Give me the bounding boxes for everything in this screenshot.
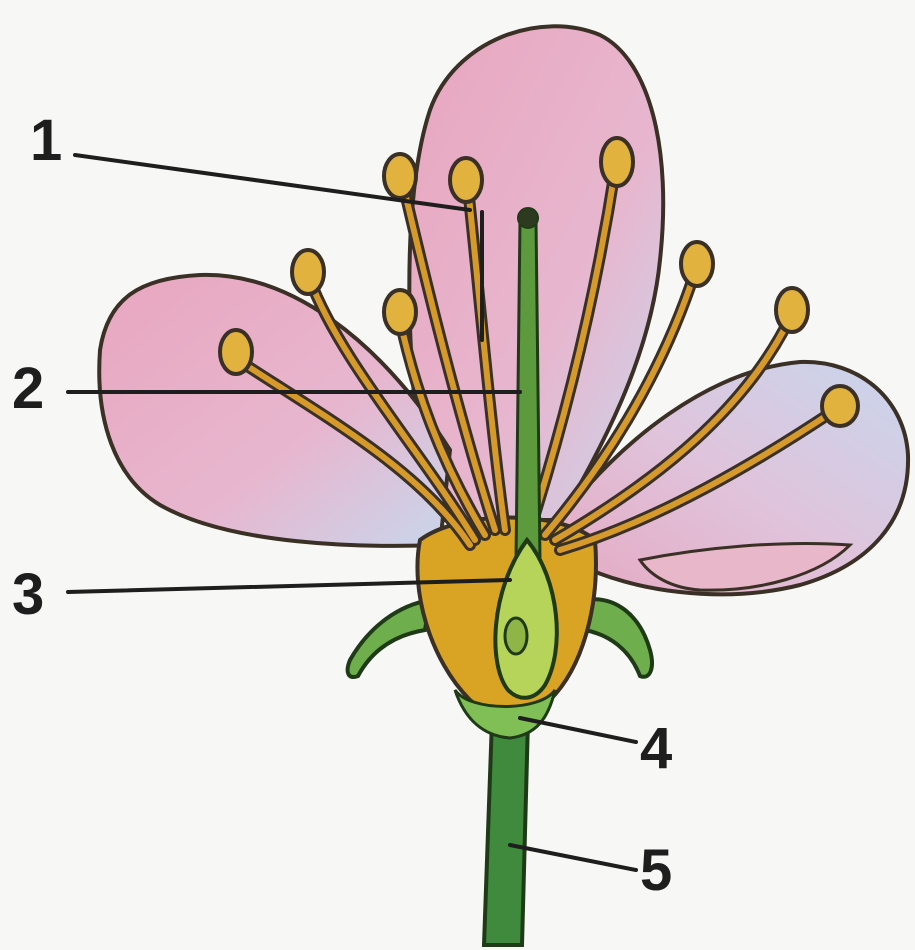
callout-label-3: 3 [12, 566, 44, 624]
stigma [518, 208, 538, 228]
callout-label-4: 4 [640, 720, 672, 778]
stem [484, 720, 528, 945]
sepal-right [585, 599, 652, 677]
sepal-left [348, 600, 430, 677]
leader-line-4 [520, 718, 636, 742]
callout-label-1: 1 [30, 112, 62, 170]
callout-label-2: 2 [12, 360, 44, 418]
leader-line-5 [510, 845, 636, 870]
ovule [505, 618, 527, 654]
callout-label-5: 5 [640, 842, 672, 900]
